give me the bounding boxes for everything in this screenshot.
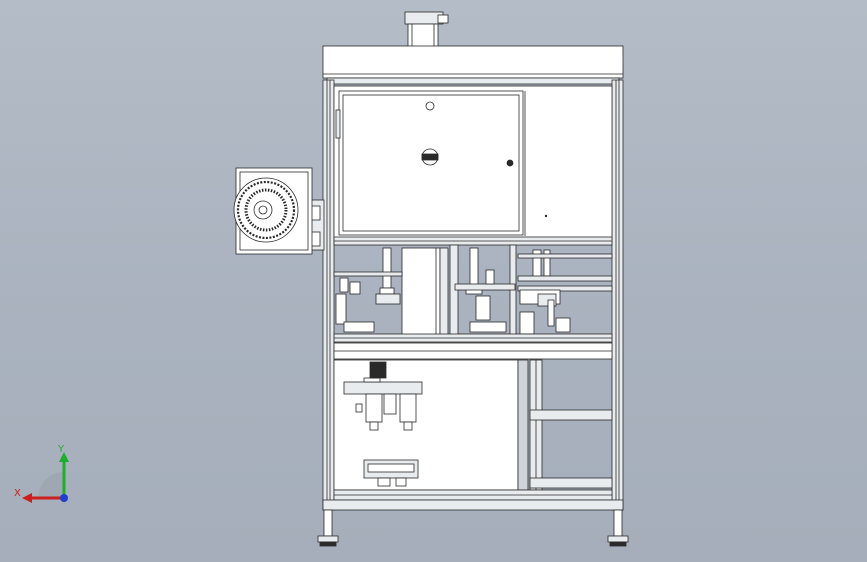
electrical-cabinet bbox=[333, 85, 613, 239]
air-filter-regulator bbox=[343, 361, 423, 431]
machine-assembly bbox=[233, 11, 629, 547]
y-axis-label: Y bbox=[57, 444, 65, 455]
work-table-rail bbox=[333, 333, 613, 360]
rotary-switch-icon bbox=[421, 148, 439, 166]
side-fan-unit bbox=[233, 167, 325, 255]
mid-rail bbox=[333, 236, 613, 246]
valve-manifold bbox=[363, 459, 419, 487]
leveling-feet bbox=[317, 509, 629, 547]
roof-panel bbox=[322, 45, 624, 85]
coordinate-triad-icon: Y X bbox=[14, 444, 69, 503]
bottom-rail bbox=[322, 489, 624, 511]
x-axis-label: X bbox=[14, 488, 21, 499]
fan-icon bbox=[233, 177, 299, 243]
work-area bbox=[333, 244, 613, 337]
top-cylinder bbox=[404, 11, 449, 49]
indicator-lamp-icon bbox=[425, 101, 435, 111]
